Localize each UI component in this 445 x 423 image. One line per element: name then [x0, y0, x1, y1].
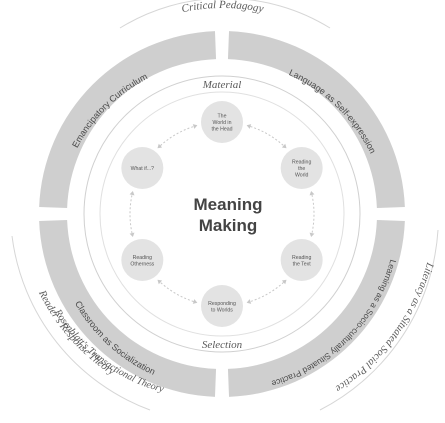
- axis-label-selection: Selection: [202, 339, 243, 351]
- process-node: [201, 101, 243, 143]
- arrowhead: [309, 232, 315, 238]
- process-node-label: The: [218, 114, 227, 120]
- arrowhead: [129, 232, 135, 238]
- arrowhead: [281, 143, 287, 149]
- connector-arc: [250, 281, 284, 302]
- connector-arc: [160, 281, 194, 302]
- connector-arc: [311, 194, 315, 234]
- process-node-label: to Worlds: [211, 307, 233, 313]
- process-node: [201, 285, 243, 327]
- outer-guide-arcs: [11, 0, 439, 411]
- arrowhead: [129, 190, 135, 196]
- process-node-label: Otherness: [130, 261, 154, 267]
- process-node-label: the Head: [211, 127, 232, 133]
- segment-bottom-right: [227, 219, 405, 397]
- segment-bottom-left: [39, 219, 217, 397]
- outer-label-top: Critical Pedagogy: [180, 0, 264, 15]
- arrowhead: [157, 143, 163, 149]
- process-node: [280, 239, 323, 281]
- process-node-label: the: [298, 166, 305, 172]
- process-node-label: Reading: [292, 255, 311, 261]
- arrowhead: [192, 299, 198, 304]
- segment-top-right: [227, 31, 405, 209]
- axis-label-material: Material: [202, 79, 242, 91]
- process-node-label: the Text: [293, 261, 312, 267]
- arrowhead: [309, 190, 315, 196]
- segment-top-left: [39, 31, 217, 209]
- node-connectors: [129, 124, 315, 304]
- connector-arc: [250, 126, 284, 147]
- process-node-label: Reading: [292, 160, 311, 166]
- arrowhead: [246, 124, 252, 129]
- center-title-line2: Making: [199, 216, 258, 235]
- connector-arc: [129, 194, 133, 234]
- segment-band: [39, 31, 405, 397]
- process-node: [121, 147, 164, 189]
- process-node-label: World in: [213, 120, 232, 126]
- process-node-label: Responding: [208, 301, 236, 307]
- inner-guide-circle: [99, 91, 345, 337]
- process-node-label: World: [295, 173, 309, 179]
- process-node: [121, 239, 164, 281]
- arrowhead: [192, 124, 198, 129]
- arrowhead: [246, 299, 252, 304]
- process-node: [280, 147, 323, 189]
- center-title-line1: Meaning: [194, 195, 263, 214]
- arrowhead: [157, 279, 163, 285]
- process-node-label: Reading: [133, 255, 152, 261]
- inner-circle: [83, 75, 361, 353]
- process-node-label: What if...?: [131, 166, 154, 172]
- arrowhead: [281, 279, 287, 285]
- connector-arc: [160, 126, 194, 147]
